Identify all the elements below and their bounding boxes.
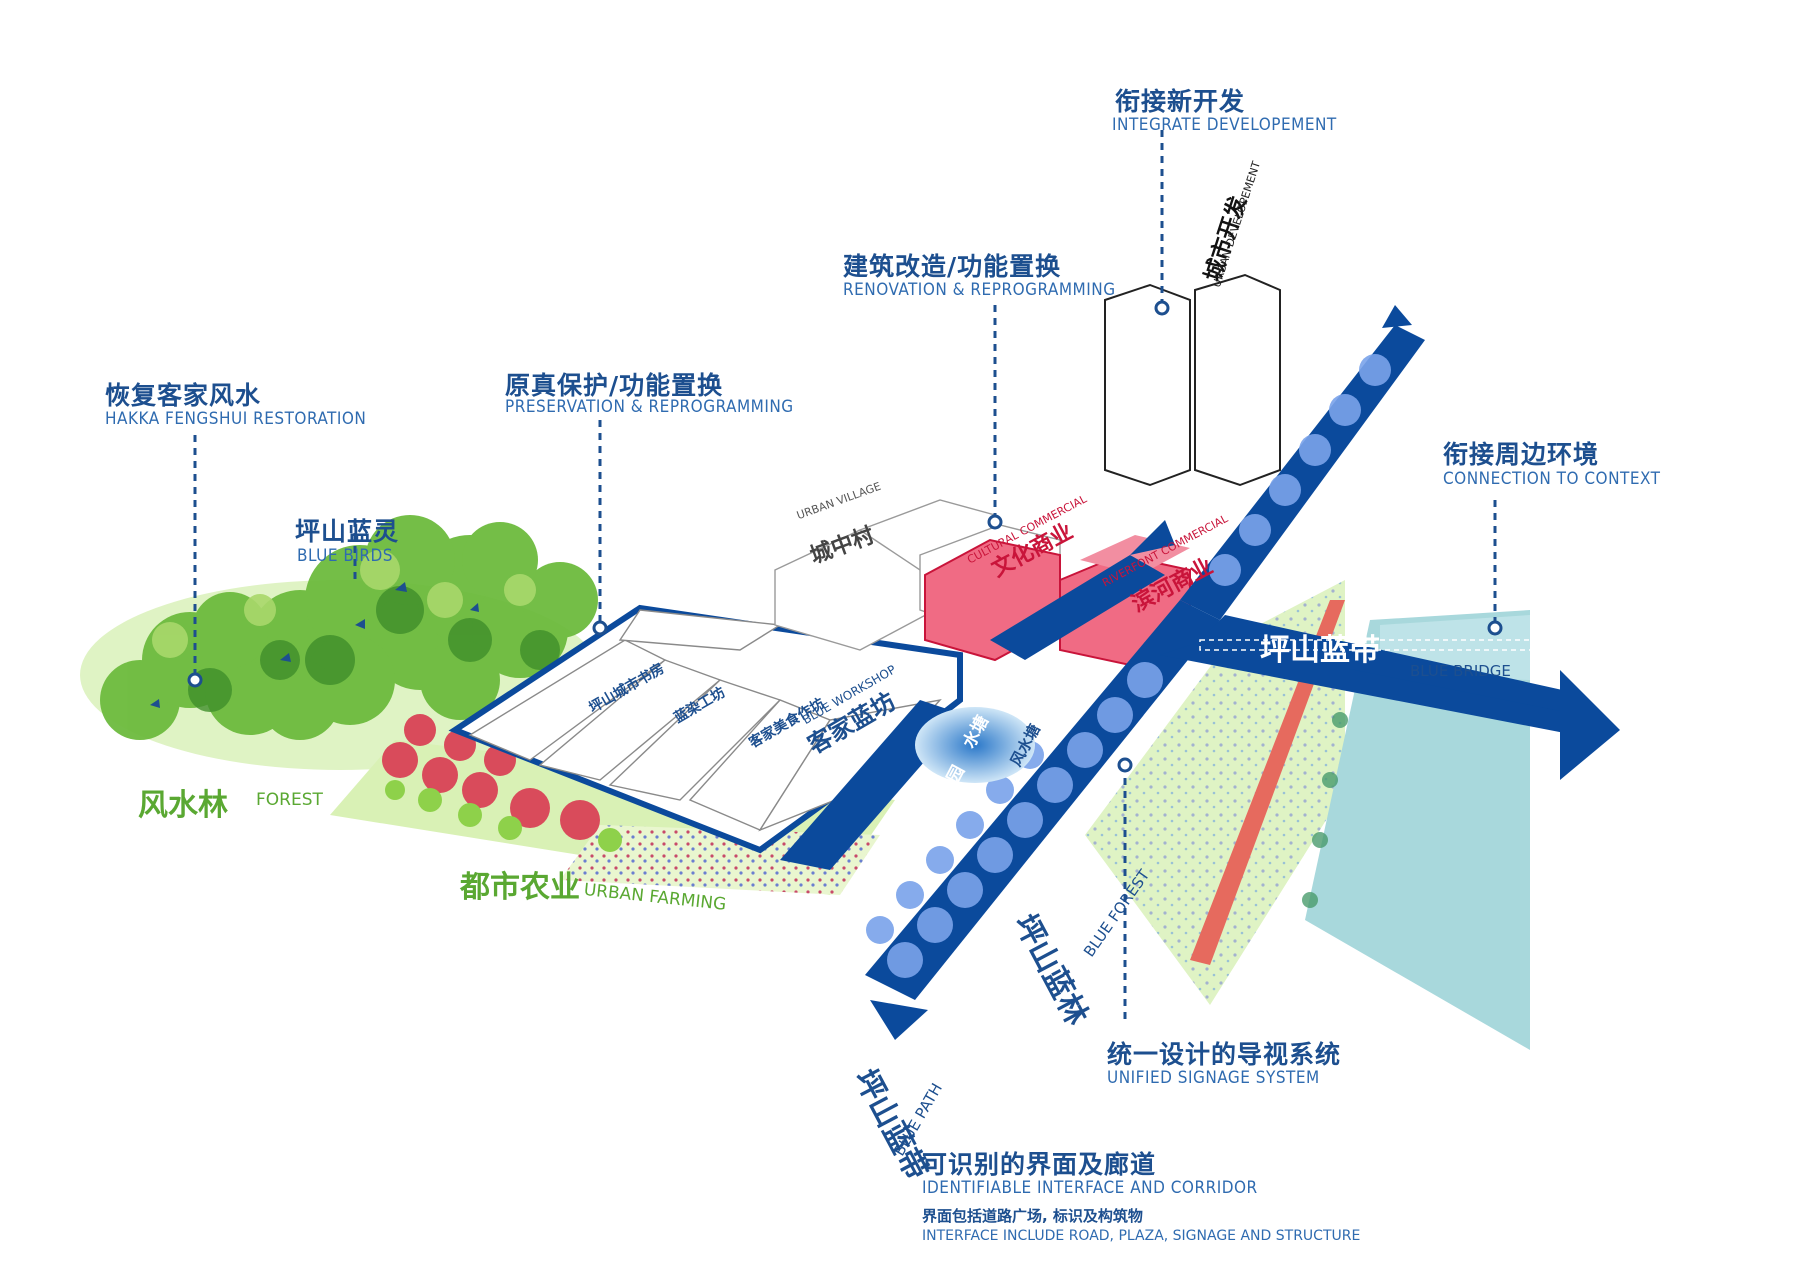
- blue-path-upper: [1180, 325, 1425, 620]
- blue-path-arrow-down: [870, 1000, 928, 1040]
- signage-label-cn: 统一设计的导视系统: [1107, 1040, 1342, 1069]
- interface-sub-en: INTERFACE INCLUDE ROAD, PLAZA, SIGNAGE A…: [922, 1228, 1361, 1244]
- renovation-label-en: RENOVATION & REPROGRAMMING: [843, 280, 1116, 300]
- riverfront-street: [990, 555, 1165, 660]
- preservation-label-en: PRESERVATION & REPROGRAMMING: [505, 397, 794, 417]
- blue-bridge-label-cn: 坪山蓝带: [1260, 633, 1380, 668]
- farm-shrubs: [385, 780, 622, 852]
- hakka-label-cn: 恢复客家风水: [105, 381, 262, 410]
- bluebirds-label-en: BLUE BIRDS: [297, 546, 393, 566]
- preservation-label-cn: 原真保护/功能置换: [505, 371, 724, 400]
- interface-label-en: IDENTIFIABLE INTERFACE AND CORRIDOR: [922, 1178, 1258, 1198]
- leader-endpoints: [187, 300, 1503, 773]
- blue-bridge-label-en: BLUE BRIDGE: [1410, 662, 1511, 680]
- rain-garden-pond: [915, 707, 1035, 783]
- context-label-cn: 衔接周边环境: [1443, 440, 1600, 469]
- farming-label-cn: 都市农业: [460, 870, 580, 905]
- river: [1305, 610, 1530, 1050]
- integrate-label-cn: 衔接新开发: [1115, 87, 1246, 116]
- integrate-label-en: INTEGRATE DEVELOPEMENT: [1112, 115, 1337, 135]
- forest-label-cn: 风水林: [138, 788, 228, 823]
- interface-sub-cn: 界面包括道路广场, 标识及构筑物: [922, 1207, 1143, 1225]
- urban-development-towers: [1104, 273, 1281, 487]
- context-label-en: CONNECTION TO CONTEXT: [1443, 469, 1661, 489]
- forest-label-en: FOREST: [256, 790, 323, 810]
- bluebirds-label-cn: 坪山蓝灵: [295, 517, 400, 546]
- red-running-track: [1190, 600, 1345, 965]
- hakka-label-en: HAKKA FENGSHUI RESTORATION: [105, 409, 367, 429]
- fengshui-forest: [80, 515, 600, 770]
- renovation-label-cn: 建筑改造/功能置换: [843, 252, 1062, 281]
- blue-bridge-arrow: [1560, 670, 1620, 780]
- signage-label-en: UNIFIED SIGNAGE SYSTEM: [1107, 1068, 1320, 1088]
- leader-lines: [193, 130, 1497, 1025]
- interface-label-cn: 可识别的界面及廊道: [922, 1150, 1157, 1179]
